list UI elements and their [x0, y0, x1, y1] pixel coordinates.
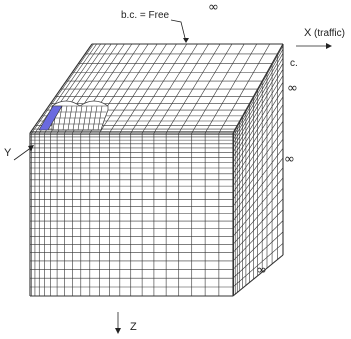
mesh-right-horizontal: [232, 243, 284, 288]
mesh-right-horizontal: [232, 209, 284, 262]
mesh-outline-edge: [232, 43, 284, 134]
mesh-outline-edge: [232, 254, 284, 297]
mesh-right-horizontal: [232, 96, 284, 174]
x-axis-note: (traffic): [314, 28, 345, 39]
infinity-top: ∞: [208, 0, 219, 15]
mesh-top-depth-line: [204, 43, 258, 134]
mesh-block: [29, 43, 284, 297]
x-axis-label: X: [304, 27, 312, 39]
mesh-right-horizontal: [232, 129, 284, 200]
mesh-right-horizontal: [232, 231, 284, 279]
mesh-right-horizontal: [232, 121, 284, 193]
mesh-top-depth-line: [130, 43, 188, 134]
y-axis-arrow: [13, 146, 33, 161]
mesh-top-depth-line: [119, 43, 177, 134]
mesh-right-horizontal: [232, 82, 284, 163]
mesh-right-horizontal: [232, 53, 284, 141]
mesh-right-horizontal: [232, 112, 284, 187]
mesh-outline-edge: [29, 43, 93, 134]
mesh-right-horizontal: [232, 138, 284, 207]
mesh-right-horizontal: [232, 167, 284, 229]
bc-arrowhead: [183, 38, 189, 43]
mesh-right-horizontal: [232, 75, 284, 158]
mesh-top-depth-line: [153, 43, 209, 134]
mesh-top-depth-line: [218, 43, 270, 134]
mesh-top-depth-line: [34, 43, 97, 134]
y-axis-label: Y: [4, 147, 12, 159]
mesh-right-horizontal: [232, 198, 284, 253]
mesh-right-horizontal: [232, 89, 284, 169]
z-axis-label: Z: [130, 321, 137, 333]
mesh-top-depth-line: [31, 43, 94, 134]
mesh-top-depth-line: [178, 43, 233, 134]
z-axis-arrowhead: [115, 328, 121, 334]
mesh-right-horizontal: [232, 157, 284, 222]
infinity-right-middle: ∞: [284, 152, 295, 167]
mesh-right-horizontal: [232, 69, 284, 153]
mesh-right-horizontal: [232, 188, 284, 245]
mesh-right-horizontal: [232, 177, 284, 237]
y-axis-arrowhead: [28, 145, 34, 151]
infinity-right-upper: ∞: [287, 81, 298, 96]
corner-mark: c.: [290, 58, 298, 69]
mesh-top-depth-line: [191, 43, 245, 134]
infinity-right-lower: ∞: [256, 263, 267, 278]
bc-arrow: [170, 19, 187, 43]
mesh-right-horizontal: [232, 104, 284, 180]
mesh-right-horizontal: [232, 63, 284, 149]
mesh-top-depth-line: [165, 43, 221, 134]
mesh-right-horizontal: [232, 57, 284, 144]
boundary-condition-label: b.c. = Free: [121, 10, 170, 21]
mesh-right-horizontal: [232, 48, 284, 138]
x-axis-arrowhead: [326, 43, 332, 49]
mesh-right-horizontal: [232, 45, 284, 135]
mesh-top-depth-line: [99, 43, 158, 134]
mesh-right-horizontal: [232, 148, 284, 214]
mesh-top-depth-line: [109, 43, 167, 134]
mesh-right-horizontal: [232, 220, 284, 270]
highlighted-element: [38, 105, 63, 131]
mesh-top-depth-line: [141, 43, 198, 134]
